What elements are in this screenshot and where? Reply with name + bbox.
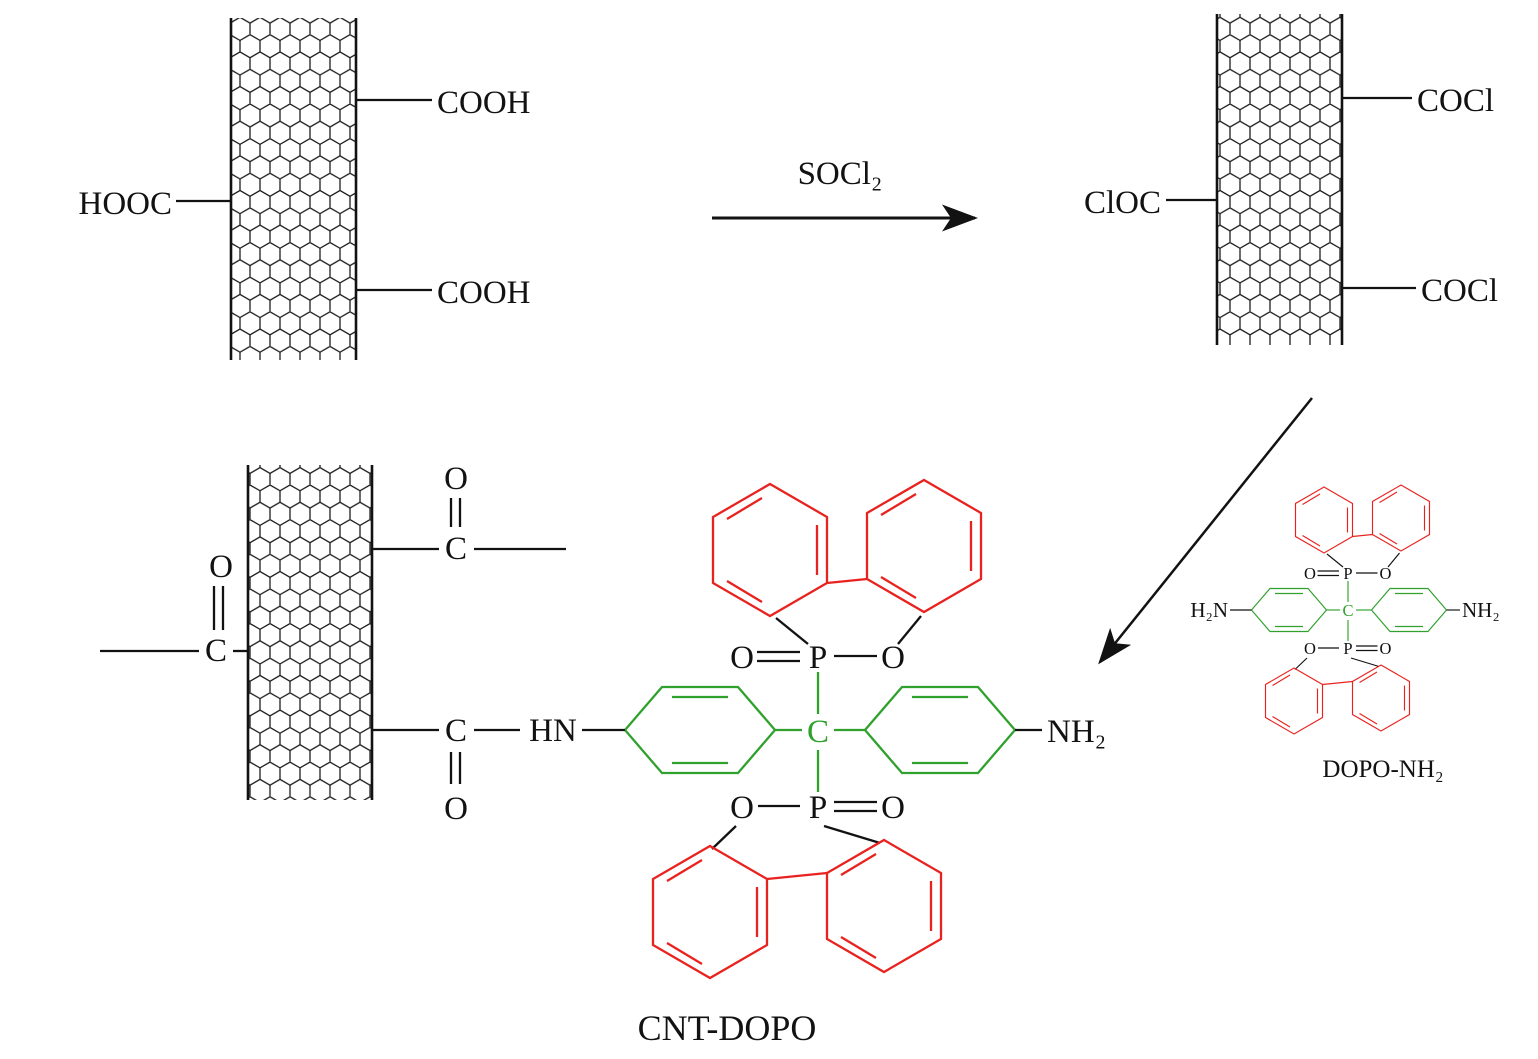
phenylene-ring-left bbox=[623, 685, 777, 775]
central-carbon: C bbox=[807, 714, 829, 750]
left-carbonyl-group: O C bbox=[100, 549, 248, 669]
reagent-left-amine-label: H₂N bbox=[1190, 598, 1228, 622]
socl2-reaction-step: SOCl₂ bbox=[712, 156, 978, 232]
cocl-top-label: COCl bbox=[1417, 83, 1494, 119]
benzene-ring-top-right bbox=[865, 478, 983, 614]
top-carbonyl-carbon: C bbox=[445, 531, 467, 567]
socl2-reagent-label: SOCl₂ bbox=[798, 156, 883, 192]
cnt-cocl-structure: COCl ClOC COCl bbox=[1084, 14, 1498, 345]
cocl-bottom-label: COCl bbox=[1421, 273, 1498, 309]
left-carbonyl-oxygen: O bbox=[209, 549, 233, 585]
biphenyl-bond-bottom bbox=[766, 871, 828, 881]
carbon-nanotube bbox=[229, 18, 358, 360]
double-bond bbox=[449, 752, 462, 784]
double-bond bbox=[212, 586, 225, 630]
amide-hn-label: HN bbox=[529, 713, 577, 749]
bonds-to-top-rings bbox=[775, 615, 922, 645]
cnt2-bonds bbox=[1166, 96, 1416, 290]
amidation-arrow bbox=[1098, 397, 1313, 665]
bottom-phosphorus: P bbox=[809, 790, 827, 826]
dopo-molecule-small bbox=[1230, 485, 1460, 734]
dopo-molecule-core: O P O O P O bbox=[582, 478, 1042, 980]
cloc-left-label: ClOC bbox=[1084, 185, 1161, 221]
p-double-bond-o bbox=[757, 650, 800, 663]
cnt-dopo-caption: CNT-DOPO bbox=[638, 1008, 817, 1048]
carbon-nanotube bbox=[1215, 14, 1344, 345]
double-bond bbox=[449, 498, 462, 527]
product-amine-label: NH₂ bbox=[1047, 714, 1106, 750]
bottom-phosphoryl-oxygen: O bbox=[881, 790, 905, 826]
p-double-bond-o-bottom bbox=[834, 800, 877, 813]
top-phosphoryl-oxygen: O bbox=[730, 640, 754, 676]
nanotube-lattice bbox=[1217, 14, 1342, 345]
hooc-left-label: HOOC bbox=[78, 186, 172, 222]
phenylene-ring-right bbox=[863, 685, 1017, 775]
nanotube-lattice bbox=[248, 465, 372, 800]
dopo-nh2-structure: H₂N NH₂ DOPO-NH₂ bbox=[1190, 485, 1500, 783]
benzene-ring-top-left bbox=[711, 482, 829, 618]
cooh-top-label: COOH bbox=[437, 85, 531, 121]
amide-carbon: C bbox=[445, 713, 467, 749]
cnt1-bonds bbox=[176, 98, 432, 292]
central-carbon-bonds bbox=[775, 672, 865, 792]
top-ester-oxygen: O bbox=[881, 640, 905, 676]
benzene-ring-bottom-left bbox=[651, 844, 769, 980]
cnt-dopo-structure: O C O C bbox=[100, 461, 1106, 1048]
left-carbonyl-carbon: C bbox=[205, 633, 227, 669]
carbon-nanotube bbox=[246, 465, 374, 800]
dopo-nh2-caption: DOPO-NH₂ bbox=[1322, 756, 1443, 783]
reagent-right-amine-label: NH₂ bbox=[1462, 598, 1500, 622]
amide-linkage: C O HN bbox=[372, 713, 577, 827]
cnt-cooh-structure: COOH HOOC COOH bbox=[78, 18, 531, 360]
bonds-to-bottom-rings bbox=[711, 824, 881, 850]
top-carbonyl-group: O C bbox=[372, 461, 566, 567]
nanotube-lattice bbox=[231, 18, 356, 360]
top-phosphorus: P bbox=[809, 640, 827, 676]
biphenyl-bond-top bbox=[826, 577, 868, 585]
benzene-ring-bottom-right bbox=[825, 838, 943, 974]
top-carbonyl-oxygen: O bbox=[444, 461, 468, 497]
bottom-ester-oxygen: O bbox=[730, 790, 754, 826]
cooh-bottom-label: COOH bbox=[437, 275, 531, 311]
amide-oxygen: O bbox=[444, 791, 468, 827]
